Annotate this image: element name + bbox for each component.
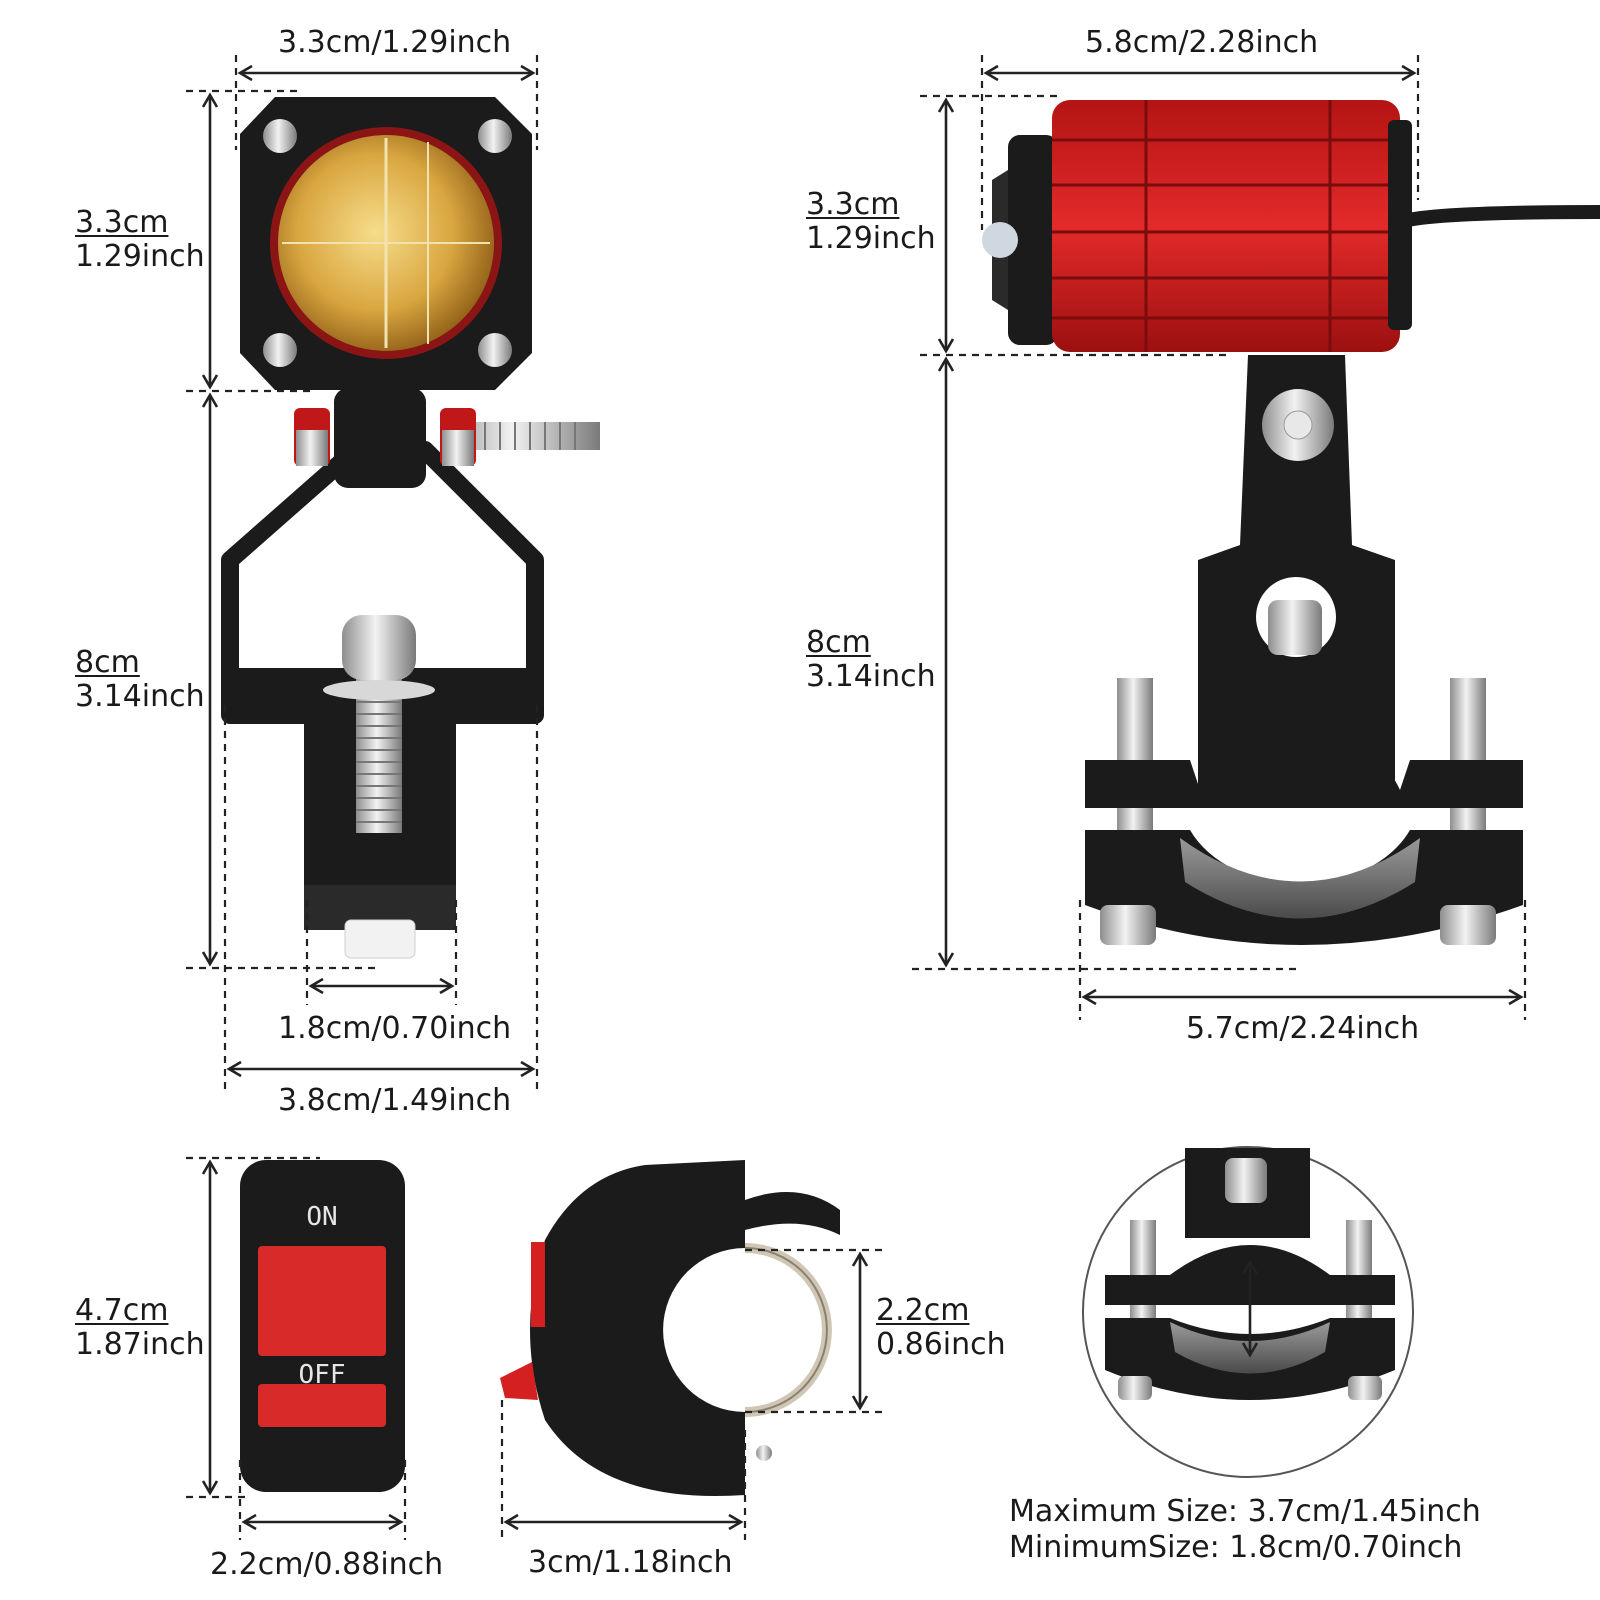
switch-height-in: 1.87inch xyxy=(75,1327,205,1362)
front-head-height-in: 1.29inch xyxy=(75,239,205,274)
front-width-label: 3.3cm/1.29inch xyxy=(278,25,512,60)
clamp-max-size: Maximum Size: 3.7cm/1.45inch xyxy=(1009,1494,1481,1529)
side-view-dimensions xyxy=(912,55,1527,1020)
side-bracket-height-in: 3.14inch xyxy=(806,659,936,694)
side-head-height-in: 1.29inch xyxy=(806,221,936,256)
switch-off-label: OFF xyxy=(299,1360,346,1390)
side-clamp-width-label: 5.7cm/2.24inch xyxy=(1186,1011,1420,1046)
front-bolt-width-label: 1.8cm/0.70inch xyxy=(278,1011,512,1046)
side-bracket-height-label: 8cm 3.14inch xyxy=(806,626,936,694)
front-bracket-height-in: 3.14inch xyxy=(75,679,205,714)
switch-height-label: 4.7cm 1.87inch xyxy=(75,1294,205,1362)
switch-height-cm: 4.7cm xyxy=(75,1293,169,1328)
switch-on-label: ON xyxy=(306,1202,337,1232)
side-head-height-label: 3.3cm 1.29inch xyxy=(806,188,936,256)
clamp-detail-circle xyxy=(1082,1146,1414,1478)
switch-dimensions xyxy=(186,1156,407,1540)
switch-front xyxy=(240,1160,405,1492)
switch-housing-side xyxy=(500,1160,840,1497)
front-view-light xyxy=(221,97,600,959)
front-view-dimensions xyxy=(186,55,539,1090)
front-base-width-label: 3.8cm/1.49inch xyxy=(278,1083,512,1118)
side-bracket-height-cm: 8cm xyxy=(806,625,871,660)
front-bracket-height-label: 8cm 3.14inch xyxy=(75,646,205,714)
side-head-height-cm: 3.3cm xyxy=(806,187,900,222)
housing-width-label: 3cm/1.18inch xyxy=(528,1545,733,1580)
housing-ring-cm: 2.2cm xyxy=(876,1293,970,1328)
front-bracket-height-cm: 8cm xyxy=(75,645,140,680)
side-width-label: 5.8cm/2.28inch xyxy=(1085,25,1319,60)
side-view-light xyxy=(982,100,1600,945)
housing-dimensions xyxy=(500,1248,882,1540)
housing-ring-in: 0.86inch xyxy=(876,1327,1006,1362)
front-head-height-label: 3.3cm 1.29inch xyxy=(75,206,205,274)
clamp-min-size: MinimumSize: 1.8cm/0.70inch xyxy=(1009,1530,1463,1565)
front-head-height-cm: 3.3cm xyxy=(75,205,169,240)
switch-width-label: 2.2cm/0.88inch xyxy=(210,1547,444,1582)
housing-ring-label: 2.2cm 0.86inch xyxy=(876,1294,1006,1362)
